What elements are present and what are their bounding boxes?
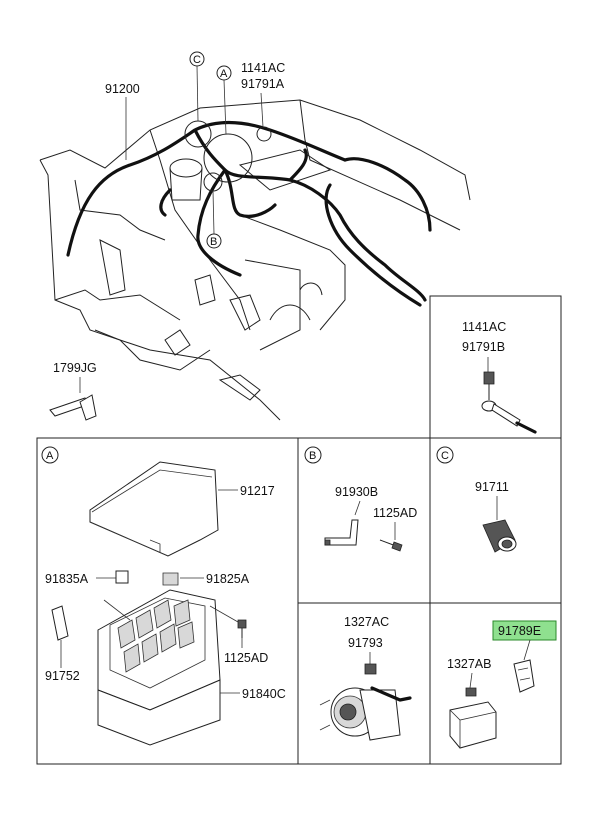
label-fuse-small: 91835A	[45, 572, 89, 586]
callout-a-letter: A	[220, 68, 228, 80]
fuse-part	[513, 659, 535, 693]
label-alt-nut: 1327AC	[344, 615, 389, 629]
battery-part	[449, 701, 497, 749]
label-bolt-b: 1125AD	[373, 506, 417, 520]
label-detail-terminal: 91791B	[462, 340, 505, 354]
label-bolt-a: 1125AD	[224, 651, 268, 665]
label-bolt-top: 1141AC	[241, 61, 285, 75]
label-grommet: 91711	[475, 480, 509, 494]
callout-b-letter: B	[210, 236, 217, 248]
panel-a-marker: A	[46, 450, 54, 462]
panel-b-marker: B	[309, 450, 316, 462]
panel-a: A 91217 91835A 91825A 91752 91	[36, 437, 299, 765]
engine-bay-view: C A B 91200 1141AC 91791A 1799JG	[39, 51, 471, 421]
label-cover: 91217	[240, 484, 275, 498]
panel-c-marker: C	[441, 450, 449, 462]
label-batt-fuse: 91789E	[498, 624, 541, 638]
label-batt-nut: 1327AB	[447, 657, 491, 671]
fuse-highlight	[492, 620, 557, 641]
label-relay: 91825A	[206, 572, 250, 586]
panel-alternator: 1327AC 91793	[297, 602, 431, 765]
label-box: 91840C	[242, 687, 286, 701]
detail-terminal-panel: 1141AC 91791B	[429, 295, 562, 439]
panel-c: C 91711	[429, 437, 562, 604]
label-bracket: 91930B	[335, 485, 378, 499]
label-harness-main: 91200	[105, 82, 140, 96]
panel-battery: 91789E 1327AB	[429, 602, 562, 765]
label-detail-bolt: 1141AC	[462, 320, 506, 334]
label-terminal-top: 91791A	[241, 77, 285, 91]
label-fuse-link: 91752	[45, 669, 80, 683]
panel-b: B 91930B 1125AD	[297, 437, 431, 604]
label-alt-terminal: 91793	[348, 636, 383, 650]
label-clip-left: 1799JG	[53, 361, 97, 375]
callout-c-letter: C	[193, 54, 201, 66]
